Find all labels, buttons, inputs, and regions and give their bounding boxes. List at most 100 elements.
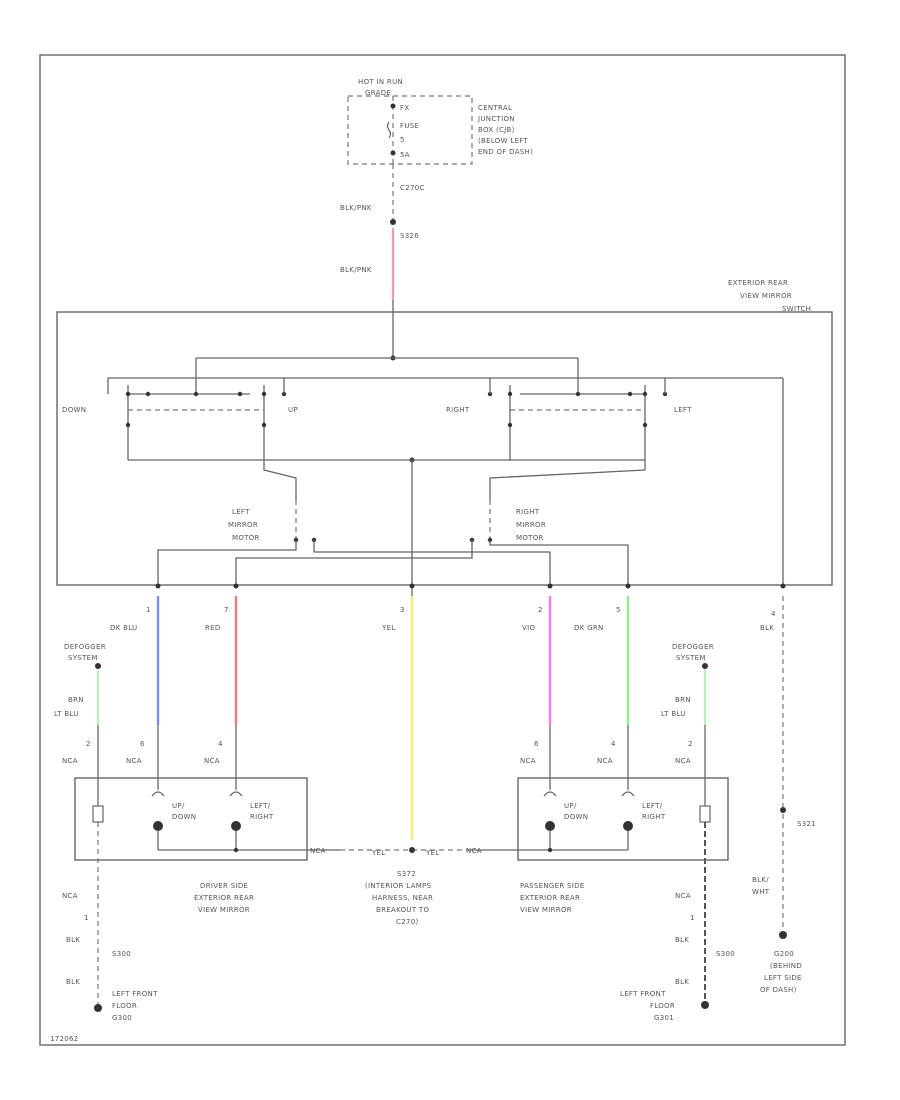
defogger-left-label-1: DEFOGGER [64, 643, 106, 651]
splice-s321 [780, 807, 786, 813]
wire-label-blk: BLK [760, 624, 774, 632]
labels: HOT IN RUN GRADE FX FUSE 5 5A CENTRAL JU… [50, 78, 816, 1043]
wire-label-red: RED [205, 624, 221, 632]
g200-label-4: OF DASH) [760, 986, 797, 994]
g200-label-1: G200 [774, 950, 794, 958]
label-left: LEFT [674, 406, 692, 414]
left-bottom-blk-2: BLK [66, 978, 80, 986]
wire-label-brn-right: BRN [675, 696, 691, 704]
label-up: UP [288, 406, 298, 414]
heater-element-left [92, 805, 104, 823]
left-mirror-nca-1: NCA [62, 757, 78, 765]
right-motor-label-1: RIGHT [516, 508, 540, 516]
splice-label-s326: S326 [400, 232, 419, 240]
heater-element-right [699, 805, 711, 823]
yel-left-label: YEL [371, 849, 386, 857]
left-ground-label-1: LEFT FRONT [112, 990, 158, 998]
right-ground-label-1: LEFT FRONT [620, 990, 666, 998]
right-mirror-nca-2: NCA [597, 757, 613, 765]
passenger-mirror-box [517, 777, 729, 861]
wire-label-vio: VIO [522, 624, 535, 632]
left-motor-label-3: MOTOR [232, 534, 260, 542]
g200-label-2: (BEHIND [770, 962, 802, 970]
pin-1: 1 [146, 606, 151, 614]
defogger-right-label-1: DEFOGGER [672, 643, 714, 651]
pin-4: 4 [771, 610, 776, 618]
splice-label-s321: S321 [797, 820, 816, 828]
right-ground-label-3: G301 [654, 1014, 674, 1022]
right-bottom-nca: NCA [675, 892, 691, 900]
left-bottom-blk-1: BLK [66, 936, 80, 944]
cjb-label-4: (BELOW LEFT [478, 137, 528, 145]
left-bottom-nca: NCA [62, 892, 78, 900]
splice-s326 [390, 219, 396, 225]
ground-g300 [94, 1004, 102, 1012]
yel-right-label: YEL [425, 849, 440, 857]
cjb-box [347, 95, 473, 165]
label-right: RIGHT [446, 406, 470, 414]
cjb-label-5: END OF DASH) [478, 148, 533, 156]
left-bottom-s300: S300 [112, 950, 131, 958]
right-bottom-pin-1: 1 [690, 914, 695, 922]
passenger-mirror-label-3: VIEW MIRROR [520, 906, 572, 914]
label-grade: GRADE [365, 89, 391, 97]
wire-label-blk-pnk-b: BLK/PNK [340, 266, 372, 274]
defogger-left-label-2: SYSTEM [68, 654, 98, 662]
wire-label-dk-blu: DK BLU [110, 624, 137, 632]
switch-label-3: SWITCH [782, 305, 811, 313]
s372-label-2: (INTERIOR LAMPS [365, 882, 432, 890]
wire-label-blk-wht-2: WHT [752, 888, 770, 896]
right-updown-label-2: DOWN [564, 813, 588, 821]
switch-box [56, 311, 833, 586]
left-ground-label-3: G300 [112, 1014, 132, 1022]
left-mirror-pin-6: 6 [140, 740, 145, 748]
connector-c270c: C270C [400, 184, 425, 192]
driver-mirror-box [74, 777, 308, 861]
left-updown-label-1: UP/ [172, 802, 185, 810]
nca-left-mid: NCA [310, 847, 326, 855]
right-bottom-blk-1: BLK [675, 936, 689, 944]
nca-right-mid: NCA [466, 847, 482, 855]
right-motor-label-3: MOTOR [516, 534, 544, 542]
switch-label-2: VIEW MIRROR [740, 292, 792, 300]
fuse-terminal-top [390, 103, 396, 109]
fuse-label-d: 5A [400, 151, 410, 159]
cjb-label-2: JUNCTION [477, 115, 515, 123]
g200-label-3: LEFT SIDE [764, 974, 802, 982]
ground-g200 [779, 931, 787, 939]
fuse-icon [386, 121, 392, 139]
right-updown-label-1: UP/ [564, 802, 577, 810]
left-mirror-nca-3: NCA [204, 757, 220, 765]
s372-label-1: S372 [397, 870, 416, 878]
right-mirror-nca-1: NCA [520, 757, 536, 765]
pin-2: 2 [538, 606, 543, 614]
pin-7: 7 [224, 606, 229, 614]
figure-id: 172062 [50, 1035, 79, 1043]
pin-5: 5 [616, 606, 621, 614]
right-bottom-s300: S300 [716, 950, 735, 958]
s372-label-4: BREAKOUT TO [376, 906, 429, 914]
left-leftright-label-2: RIGHT [250, 813, 274, 821]
right-mirror-pin-6: 6 [534, 740, 539, 748]
left-ground-label-2: FLOOR [112, 1002, 137, 1010]
right-bottom-blk-2: BLK [675, 978, 689, 986]
right-leftright-label-1: LEFT/ [642, 802, 663, 810]
wire-label-blk-wht-1: BLK/ [752, 876, 769, 884]
left-mirror-pin-2: 2 [86, 740, 91, 748]
driver-mirror-label-2: EXTERIOR REAR [194, 894, 254, 902]
s372-label-5: C270) [396, 918, 418, 926]
ground-g301 [701, 1001, 709, 1009]
passenger-mirror-label-1: PASSENGER SIDE [520, 882, 585, 890]
s372-label-3: HARNESS, NEAR [372, 894, 433, 902]
label-down: DOWN [62, 406, 86, 414]
left-mirror-pin-4: 4 [218, 740, 223, 748]
right-mirror-pin-4: 4 [611, 740, 616, 748]
driver-mirror-label-3: VIEW MIRROR [198, 906, 250, 914]
left-mirror-nca-2: NCA [126, 757, 142, 765]
fuse-terminal-bottom [390, 150, 396, 156]
wire-label-lt-blu-left: LT BLU [54, 710, 79, 718]
right-mirror-nca-3: NCA [675, 757, 691, 765]
wire-label-yel: YEL [381, 624, 396, 632]
right-mirror-pin-2: 2 [688, 740, 693, 748]
